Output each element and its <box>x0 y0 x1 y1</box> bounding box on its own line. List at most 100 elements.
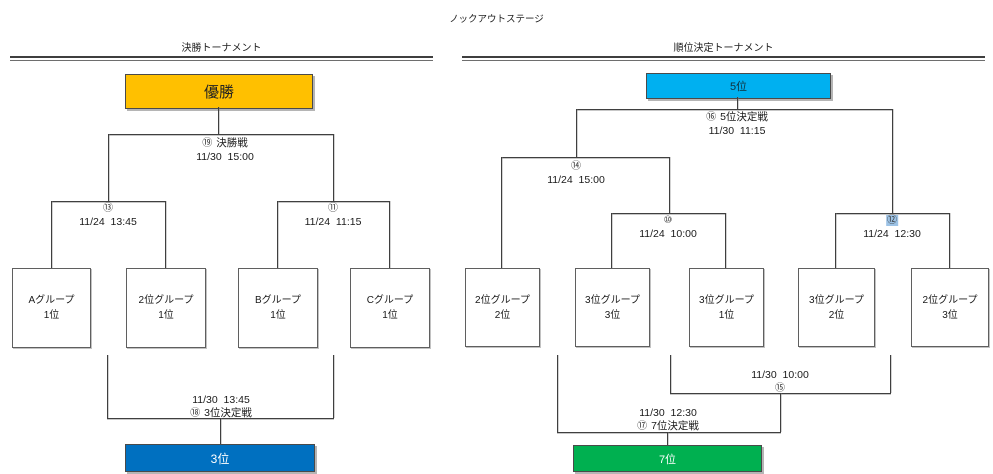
connector <box>220 418 221 444</box>
semifinal-right-label: ⑪ 11/24 11:15 <box>305 202 362 228</box>
match-name: 3位決定戦 <box>204 406 252 419</box>
fifth-place-label: 5位 <box>729 81 748 93</box>
connector <box>557 355 558 432</box>
match-datetime: 11/30 11:15 <box>708 124 766 137</box>
match-datetime: 11/24 13:45 <box>79 215 137 228</box>
connector <box>576 109 893 110</box>
connector <box>165 201 166 268</box>
connector <box>669 157 670 213</box>
final-bracket-header: 決勝トーナメント <box>181 43 262 54</box>
team-box: 3位グループ 1位 <box>689 268 764 347</box>
match-number: ⑰ <box>637 420 648 432</box>
connector <box>277 201 390 202</box>
team-group: Bグループ <box>254 295 302 306</box>
team-rank: 3位 <box>942 309 958 321</box>
match-datetime: 11/24 10:00 <box>639 227 697 240</box>
connector <box>892 109 893 213</box>
connector <box>277 201 278 268</box>
match-number: ⑩ <box>663 215 673 226</box>
team-rank: 1位 <box>718 309 735 321</box>
team-rank: 2位 <box>494 309 511 321</box>
connector <box>333 134 334 201</box>
connector <box>501 157 502 268</box>
match-number: ⑲ <box>202 138 213 149</box>
team-rank: 1位 <box>158 310 174 321</box>
match-number: ⑪ <box>327 203 338 214</box>
match-number: ⑬ <box>102 203 113 214</box>
team-group: 3位グループ <box>585 294 640 306</box>
team-group: 2位グループ <box>138 295 194 306</box>
connector <box>108 134 109 201</box>
team-group: Aグループ <box>28 295 75 306</box>
match-number: ⑭ <box>570 161 581 172</box>
match-name: 7位決定戦 <box>651 419 699 432</box>
placement-bracket-header: 順位決定トーナメント <box>673 43 774 54</box>
match-name: 5位決定戦 <box>720 111 768 123</box>
team-box: Aグループ 1位 <box>12 268 91 348</box>
match-number-highlighted: ⑫ <box>885 215 898 226</box>
match-14-label: ⑭ 11/24 15:00 <box>547 160 605 186</box>
match-datetime: 11/24 15:00 <box>547 173 605 186</box>
team-box: Bグループ 1位 <box>238 268 318 348</box>
team-box: Cグループ 1位 <box>350 268 430 348</box>
placement-bracket-divider <box>462 56 985 61</box>
connector <box>501 157 670 158</box>
match-datetime: 11/30 13:45 <box>192 394 250 406</box>
team-box: 2位グループ 2位 <box>465 268 540 347</box>
seventh-place-label: 7位 <box>658 453 677 466</box>
match-datetime: 11/24 11:15 <box>304 215 362 228</box>
seventh-place-box: 7位 <box>573 445 762 472</box>
match-12-label: ⑫ 11/24 12:30 <box>863 214 921 240</box>
team-rank: 3位 <box>604 309 621 321</box>
team-box: 2位グループ 3位 <box>911 268 989 347</box>
team-box: 3位グループ 3位 <box>575 268 650 347</box>
team-rank: 1位 <box>270 310 286 321</box>
semifinal-left-label: ⑬ 11/24 13:45 <box>79 202 137 228</box>
champion-box: 優勝 <box>125 74 313 109</box>
match-name: 決勝戦 <box>216 137 248 149</box>
champion-label: 優勝 <box>203 84 234 101</box>
team-group: 3位グループ <box>809 294 864 306</box>
connector <box>218 107 219 134</box>
fifth-place-box: 5位 <box>646 73 831 99</box>
connector <box>333 355 334 418</box>
connector <box>389 201 390 268</box>
connector <box>780 393 781 432</box>
connector <box>835 213 836 268</box>
connector <box>835 213 950 214</box>
page-title: ノックアウトステージ <box>449 14 544 25</box>
connector <box>890 355 891 393</box>
team-group: Cグループ <box>366 295 414 306</box>
match-datetime: 11/30 15:00 <box>196 150 254 163</box>
team-group: 2位グループ <box>475 294 530 306</box>
third-place-label: 3位 <box>210 451 230 466</box>
third-place-box: 3位 <box>125 444 315 472</box>
match-datetime: 11/30 12:30 <box>639 407 697 419</box>
connector <box>670 355 671 393</box>
connector <box>107 355 108 418</box>
team-box: 2位グループ 1位 <box>126 268 206 348</box>
team-box: 3位グループ 2位 <box>798 268 875 347</box>
match-10-label: ⑩ 11/24 10:00 <box>639 214 697 240</box>
team-rank: 1位 <box>43 310 60 321</box>
connector <box>51 201 166 202</box>
connector <box>725 213 726 268</box>
connector <box>737 97 738 109</box>
connector <box>108 134 334 135</box>
final-bracket-divider <box>10 56 433 61</box>
connector <box>51 201 52 268</box>
connector <box>557 432 781 433</box>
match-number: ⑮ <box>774 382 785 394</box>
connector <box>949 213 950 268</box>
match-datetime: 11/24 12:30 <box>863 227 921 240</box>
connector <box>576 109 577 157</box>
connector <box>611 213 612 268</box>
team-group: 3位グループ <box>699 294 754 306</box>
team-group: 2位グループ <box>922 294 978 306</box>
match-datetime: 11/30 10:00 <box>751 369 809 381</box>
connector <box>611 213 726 214</box>
